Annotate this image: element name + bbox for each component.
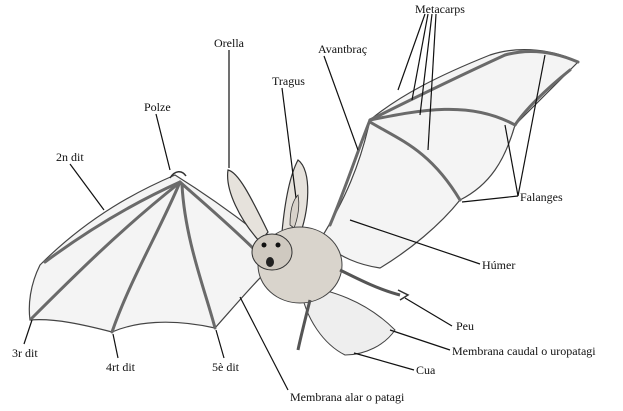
label-membrana-alar: Membrana alar o patagi [290,390,405,404]
foot [397,289,410,301]
label-metacarps: Metacarps [415,2,465,16]
tail-membrane [299,284,396,356]
right-leg [339,268,401,297]
left-leg [296,299,312,351]
label-falanges: Falanges [520,190,563,204]
left-ear [227,169,269,243]
tragus [289,194,300,229]
label-tragus: Tragus [272,74,305,88]
label-membrana-caudal: Membrana caudal o uropatagi [452,344,596,358]
label-cua: Cua [416,363,436,377]
label-polze: Polze [144,100,171,114]
label-avantbrac: Avantbraç [318,42,368,56]
leader-lines [23,13,546,391]
left-wing-bones [30,180,262,334]
eye-left [261,242,267,248]
label-peu: Peu [456,319,474,333]
label-5e-dit: 5è dit [212,360,239,374]
mouth [266,257,274,267]
label-3r-dit: 3r dit [12,346,38,360]
label-2n-dit: 2n dit [56,150,84,164]
thumb-claw [169,171,187,179]
label-humer: Húmer [482,258,516,272]
label-4rt-dit: 4rt dit [106,360,135,374]
eye-right [275,242,281,248]
head [251,233,293,271]
label-orella: Orella [214,36,244,50]
